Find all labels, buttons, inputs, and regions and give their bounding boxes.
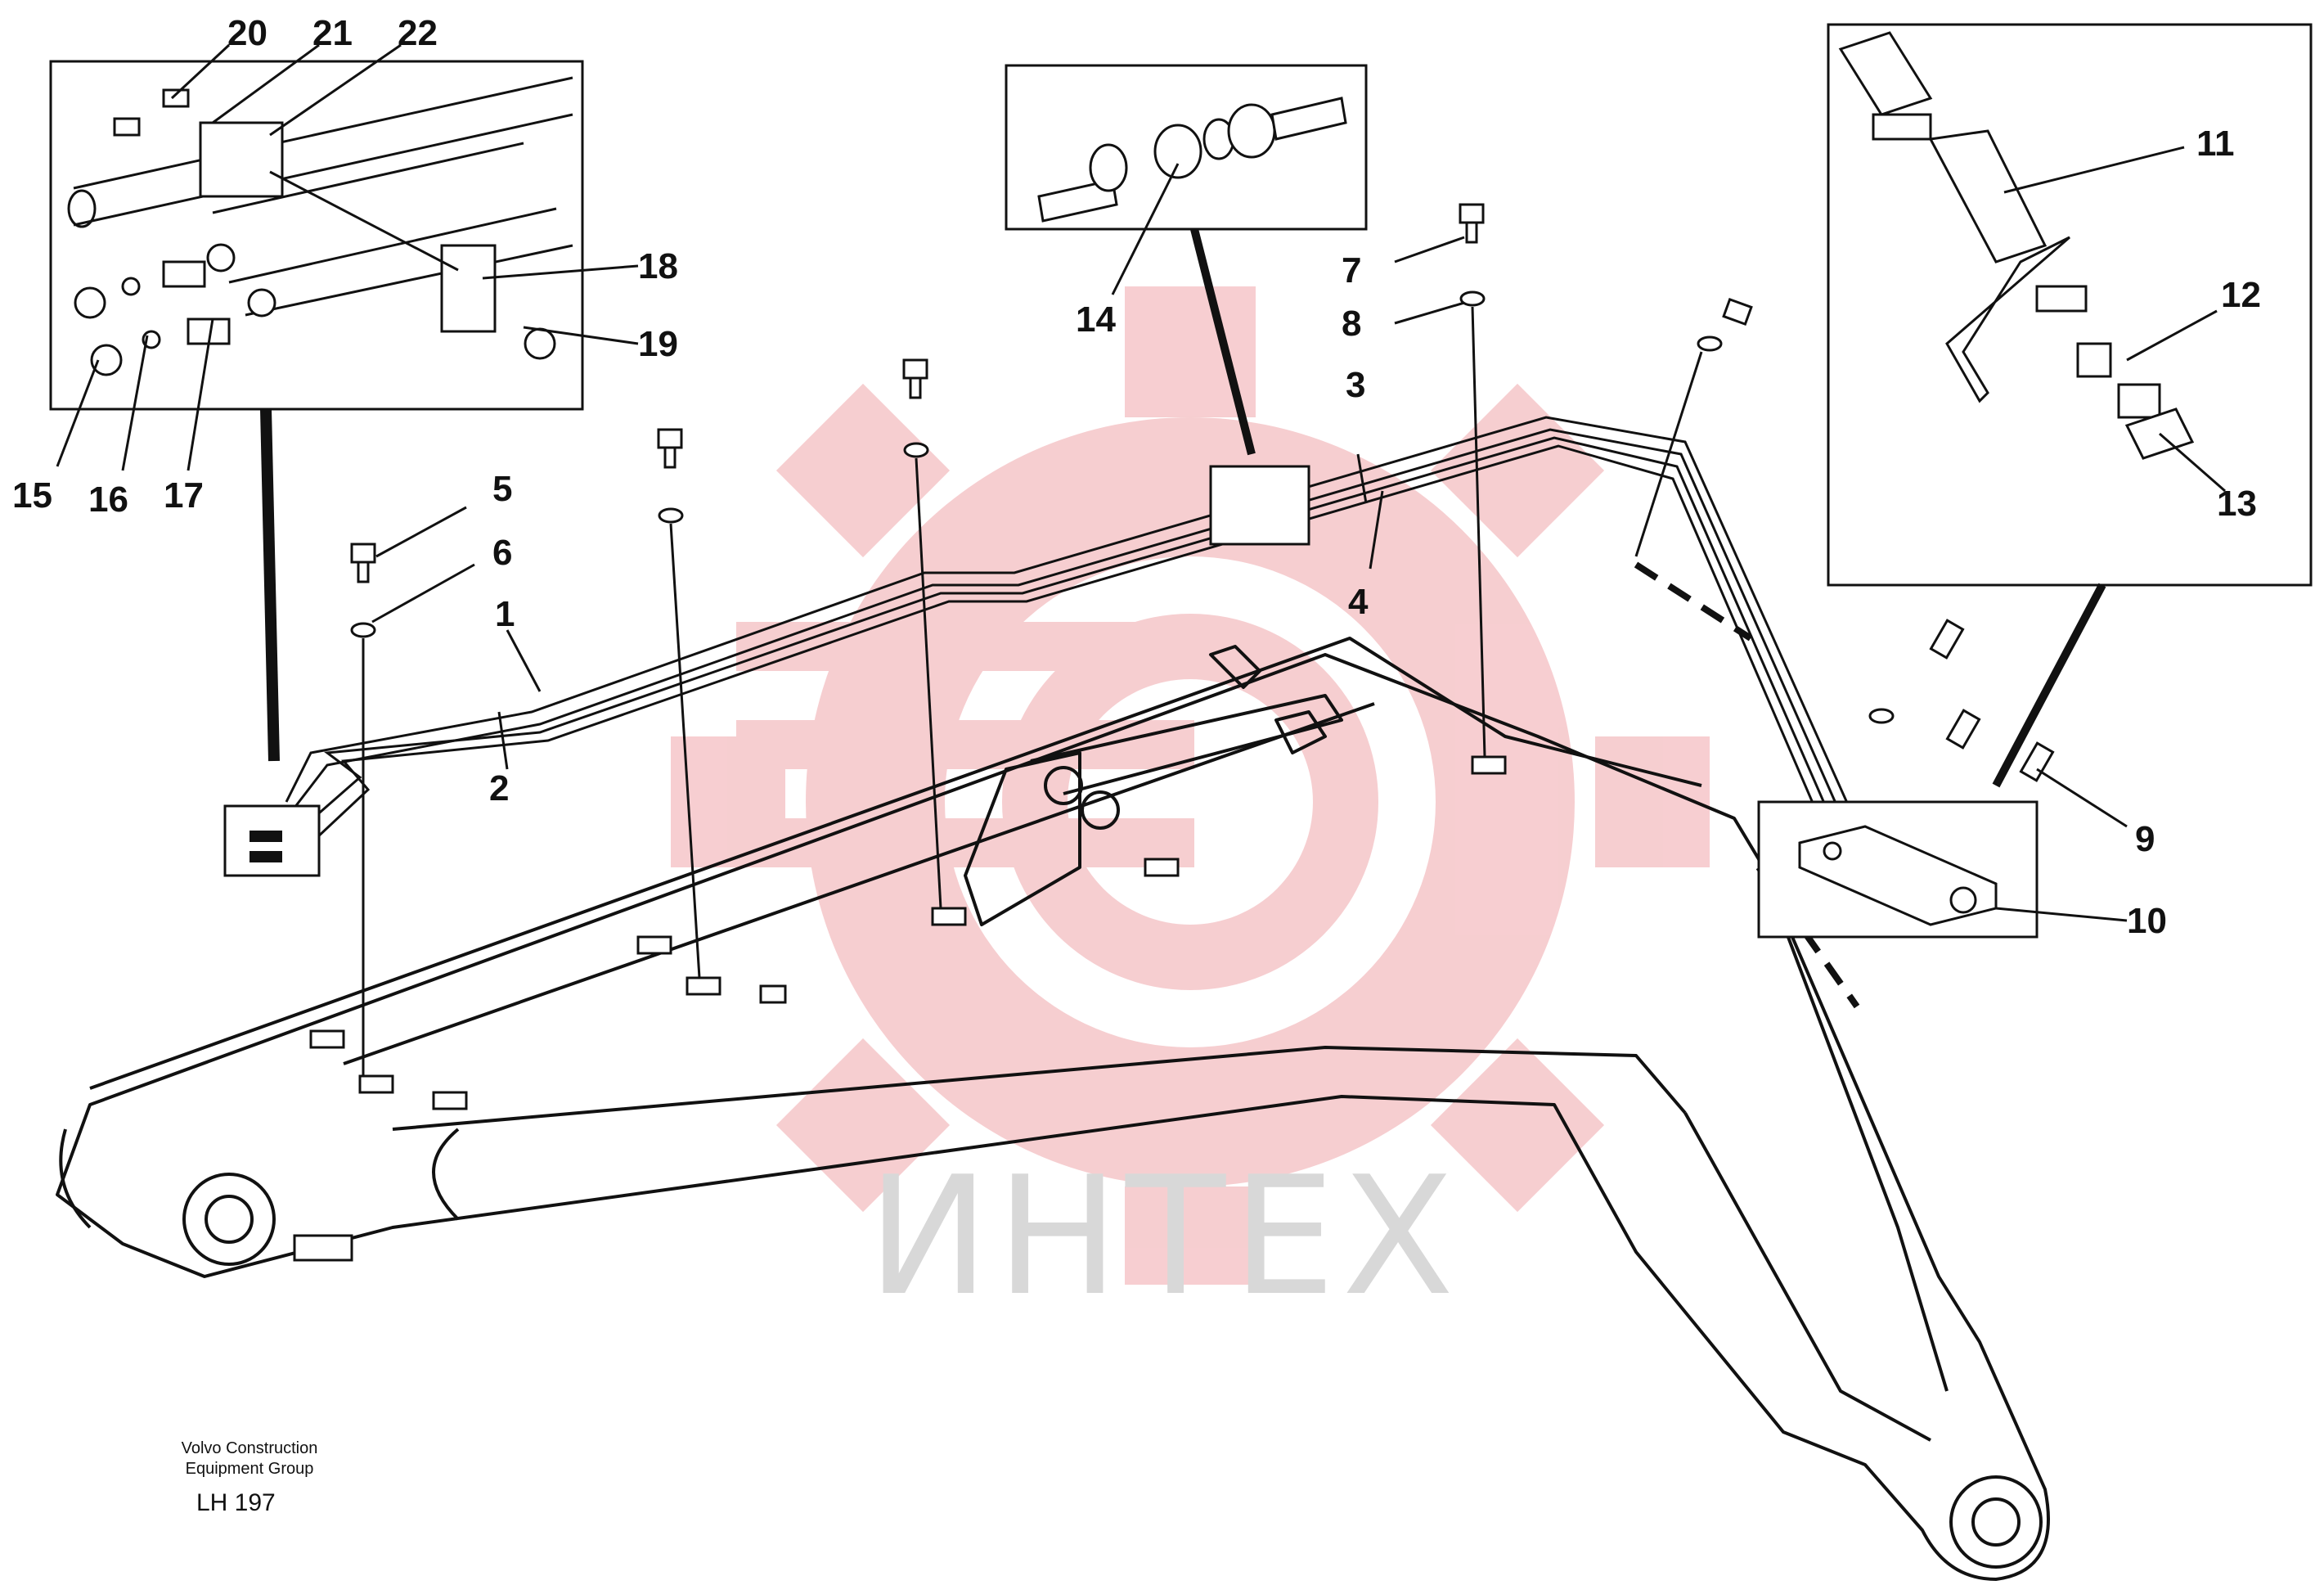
callout-3: 3	[1346, 365, 1365, 405]
bolt-5	[350, 543, 376, 1076]
callout-9: 9	[2135, 819, 2155, 859]
gear-logo-icon	[671, 286, 1710, 1285]
callout-20: 20	[227, 13, 267, 53]
callout-18: 18	[638, 246, 678, 286]
bolt-center-left	[657, 428, 701, 979]
bolts	[350, 203, 2055, 1076]
boom-body	[56, 653, 2050, 1581]
watermark-text: ИНТЕХ	[867, 1141, 1461, 1332]
callout-7: 7	[1342, 250, 1361, 290]
callout-14: 14	[1076, 299, 1116, 340]
boom-panel-line	[1683, 1112, 1931, 1442]
leader-detail-left	[260, 408, 280, 762]
hydraulic-lines	[285, 416, 1867, 868]
rear-pivot-boss	[182, 1173, 276, 1266]
callout-4: 4	[1348, 582, 1369, 622]
callout-13: 13	[2217, 484, 2257, 524]
callout-6: 6	[492, 533, 512, 573]
boom-front-edge	[1757, 858, 1949, 1392]
bracket-lug	[1209, 645, 1261, 689]
company-line-2: Equipment Group	[185, 1460, 314, 1478]
rear-end-cap	[59, 1128, 92, 1229]
clip-pad	[759, 984, 787, 1004]
leader-detail-center	[1190, 227, 1256, 456]
callout-10: 10	[2127, 901, 2167, 941]
boom-top-edge	[89, 637, 1702, 1090]
callout-2: 2	[489, 768, 509, 808]
callout-11: 11	[2196, 124, 2235, 164]
callout-17: 17	[164, 475, 204, 516]
bolt-center	[902, 358, 942, 909]
company-line-1: Volvo Construction	[181, 1439, 318, 1457]
callout-21: 21	[312, 13, 353, 53]
callout-8: 8	[1342, 304, 1361, 344]
bolt-7	[1459, 203, 1486, 758]
clip-pad	[636, 935, 672, 955]
bracket-lug-2	[1274, 710, 1327, 754]
boom-web-curve	[432, 1128, 460, 1221]
rear-pivot-hole	[205, 1195, 254, 1244]
pipe-4	[301, 444, 1842, 868]
clip-pad	[1471, 755, 1507, 775]
boom-inner-line	[343, 702, 1375, 1065]
callout-19: 19	[638, 324, 678, 364]
drawing-code: LH 197	[196, 1489, 276, 1516]
clip-pad	[358, 1074, 394, 1094]
detail-box-connectors	[49, 60, 584, 877]
boom-assembly	[56, 637, 2050, 1581]
bracket-plate-10	[1757, 800, 2039, 939]
callout-numbers: 1 2 3 4 5 6 7 8 9 10 11 12 13 14 15 16 1…	[12, 13, 2261, 941]
clip-pad	[1144, 858, 1180, 877]
detail-box-bulkhead	[1827, 23, 2313, 788]
detail-box-union	[1005, 64, 1368, 546]
clip-pads	[293, 755, 1507, 1262]
front-pivot-hole	[1971, 1497, 2021, 1547]
bolt-9-group	[1868, 619, 2055, 782]
clip-pad	[309, 1029, 345, 1049]
pipe-1	[285, 416, 1867, 844]
company-name: Volvo Construction Equipment Group	[155, 1439, 344, 1479]
detail-ref-box-center	[1209, 465, 1310, 546]
callout-22: 22	[398, 13, 438, 53]
bolt-upper-right	[1634, 297, 1753, 557]
bracket-pin-hole-1	[1044, 766, 1083, 805]
callout-12: 12	[2221, 275, 2261, 315]
clip-pad	[293, 1234, 353, 1262]
leader-detail-right	[1992, 583, 2106, 788]
bracket-plate	[1030, 694, 1343, 795]
callout-1: 1	[495, 594, 515, 634]
boom-lower-edge	[392, 1046, 1687, 1131]
clip-pad	[432, 1091, 468, 1110]
callout-15: 15	[12, 475, 52, 516]
callout-5: 5	[492, 469, 512, 509]
clip-pad	[931, 907, 967, 926]
callout-16: 16	[88, 480, 128, 520]
front-pivot-boss	[1949, 1475, 2043, 1569]
callout-leaders	[56, 43, 2226, 922]
bracket-pin-hole-2	[1081, 790, 1120, 830]
cylinder-bracket	[964, 751, 1081, 926]
clip-pad	[686, 976, 721, 996]
watermark: ИНТЕХ	[671, 286, 1710, 1332]
